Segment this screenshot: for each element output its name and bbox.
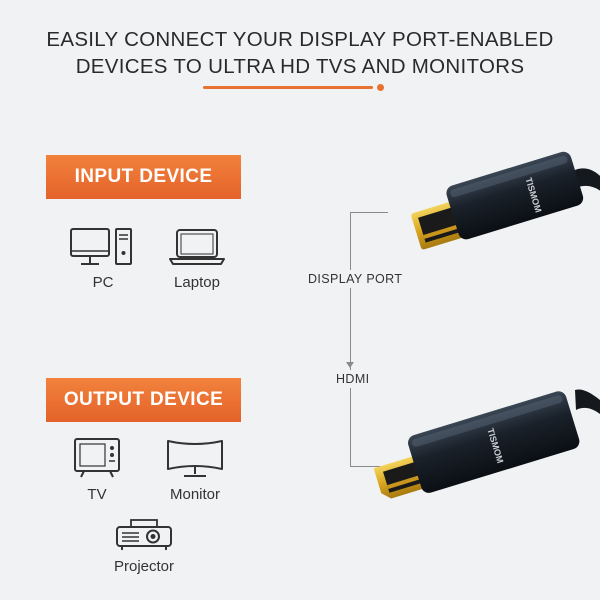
- device-laptop: Laptop: [142, 226, 252, 291]
- connector-tick-top: [350, 212, 388, 213]
- headline-line-1: EASILY CONNECT YOUR DISPLAY PORT-ENABLED: [46, 28, 554, 51]
- hdmi-label: HDMI: [336, 370, 370, 388]
- device-monitor: Monitor: [140, 436, 250, 503]
- displayport-plug-image: TISMOM: [411, 151, 600, 250]
- laptop-icon: [169, 229, 225, 265]
- curved-monitor-icon: [167, 440, 223, 477]
- hdmi-plug-image: TISMOM: [373, 389, 600, 499]
- device-label-projector: Projector: [113, 558, 175, 575]
- device-label-laptop: Laptop: [174, 274, 220, 291]
- headline: EASILY CONNECT YOUR DISPLAY PORT-ENABLED…: [0, 26, 600, 80]
- projector-icon: [116, 519, 172, 550]
- device-projector: Projector: [89, 518, 199, 575]
- device-label-pc: PC: [92, 274, 114, 291]
- desktop-pc-icon: [70, 228, 132, 265]
- connector-line: [350, 212, 351, 466]
- connector-tick-bottom: [350, 466, 388, 467]
- device-pc: PC: [48, 226, 158, 291]
- device-label-tv: TV: [87, 486, 107, 503]
- tv-icon: [74, 438, 120, 478]
- headline-underline-dot: [377, 84, 384, 91]
- device-tv: TV: [42, 436, 152, 503]
- display-port-label: DISPLAY PORT: [308, 270, 403, 288]
- output-device-banner: OUTPUT DEVICE: [46, 378, 241, 422]
- device-label-monitor: Monitor: [169, 486, 221, 503]
- headline-underline: [203, 86, 373, 89]
- connector-arrow-icon: [346, 362, 354, 368]
- input-device-banner: INPUT DEVICE: [46, 155, 241, 199]
- headline-line-2: DEVICES TO ULTRA HD TVS AND MONITORS: [75, 55, 525, 78]
